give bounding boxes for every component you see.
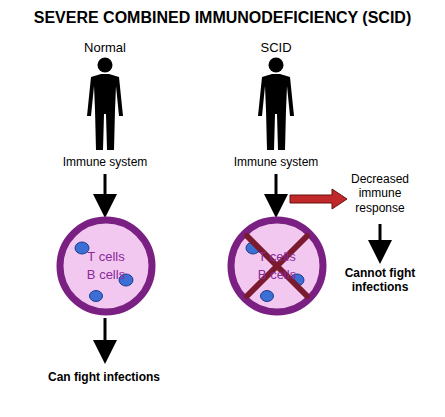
down-arrow bbox=[379, 224, 382, 258]
cell-label: T cells bbox=[258, 248, 295, 266]
outcome-label: Cannot fight infections bbox=[334, 266, 426, 295]
circle-outline bbox=[227, 216, 327, 316]
outcome-label: Can fight infections bbox=[29, 370, 179, 384]
person-silhouette bbox=[87, 58, 123, 151]
cell-blob bbox=[90, 291, 103, 302]
person-silhouette bbox=[258, 58, 294, 151]
system-label: Immune system bbox=[45, 155, 165, 169]
cell-label: B cells bbox=[87, 266, 125, 284]
cell-label: T cells bbox=[87, 248, 124, 266]
cross-mark bbox=[247, 236, 307, 296]
red-arrow bbox=[290, 189, 347, 209]
circle-outline bbox=[56, 216, 156, 316]
down-arrow bbox=[104, 318, 107, 358]
cell-blob bbox=[261, 291, 274, 302]
diagram-title: SEVERE COMBINED IMMUNODEFICIENCY (SCID) bbox=[3, 8, 443, 27]
group-label: Normal bbox=[45, 40, 165, 56]
effect-label: Decreased immune response bbox=[347, 172, 413, 215]
cell-circle: T cellsB cells bbox=[227, 216, 327, 316]
group-label: SCID bbox=[216, 40, 336, 56]
down-arrow bbox=[275, 174, 278, 212]
cell-label: B cells bbox=[258, 266, 296, 284]
cell-blob bbox=[75, 242, 89, 254]
down-arrow bbox=[104, 174, 107, 212]
cell-circle: T cellsB cells bbox=[56, 216, 156, 316]
system-label: Immune system bbox=[216, 155, 336, 169]
